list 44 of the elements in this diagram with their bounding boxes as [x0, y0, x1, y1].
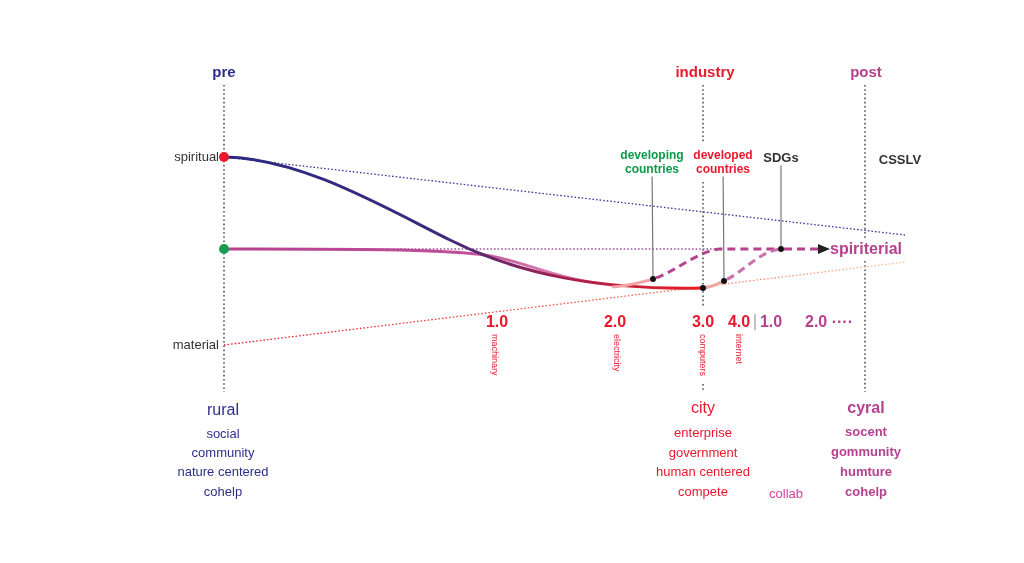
version-number: 2.0 — [603, 312, 627, 332]
settlement-heading: cyral — [847, 398, 885, 418]
dot-icon — [650, 276, 656, 282]
era-heading: industry — [675, 63, 735, 81]
dot-icon — [778, 246, 784, 252]
trait-label: compete — [678, 484, 728, 500]
version-number: 1.0 — [759, 312, 783, 332]
trait-label: socent — [845, 424, 887, 440]
leader-line — [780, 164, 782, 247]
trait-label: nature centered — [177, 464, 269, 480]
callout-label: developing countries — [620, 147, 684, 177]
trait-label: humture — [840, 464, 892, 480]
trait-label: cohelp — [845, 484, 887, 500]
trait-label: gommunity — [830, 444, 902, 460]
dot-icon — [721, 278, 727, 284]
version-number: 2.0 ···· — [805, 312, 853, 332]
callout-label: developed countries — [693, 147, 753, 177]
settlement-heading: city — [691, 398, 715, 418]
arrow-target-label: spiriterial — [830, 239, 903, 259]
callout-label: SDGs — [763, 150, 799, 166]
technology-label: machinary — [489, 334, 501, 376]
dashed-arrow — [784, 244, 830, 254]
trait-label: government — [668, 445, 738, 461]
trait-label: human centered — [656, 464, 750, 480]
era-heading: pre — [212, 63, 236, 81]
trait-label: enterprise — [674, 425, 732, 441]
trait-label: community — [191, 445, 255, 461]
leader-line — [722, 175, 725, 279]
era-heading: post — [850, 63, 882, 81]
trait-label: cohelp — [203, 484, 243, 500]
technology-label: electricity — [611, 334, 623, 372]
trait-label: social — [206, 426, 240, 442]
version-number: 3.0 — [691, 312, 715, 332]
concept-label: CSSLV — [878, 152, 922, 168]
leader-line — [651, 175, 654, 277]
axis-label: spiritual — [174, 149, 219, 165]
version-number: 1.0 — [485, 312, 509, 332]
axis-label: material — [172, 337, 219, 353]
technology-label: internet — [733, 334, 745, 365]
technology-label: computers — [697, 334, 709, 377]
dashed-curve — [726, 247, 779, 281]
version-number: 4.0 — [727, 312, 751, 332]
trait-label: collab — [769, 486, 803, 502]
settlement-heading: rural — [207, 400, 239, 420]
